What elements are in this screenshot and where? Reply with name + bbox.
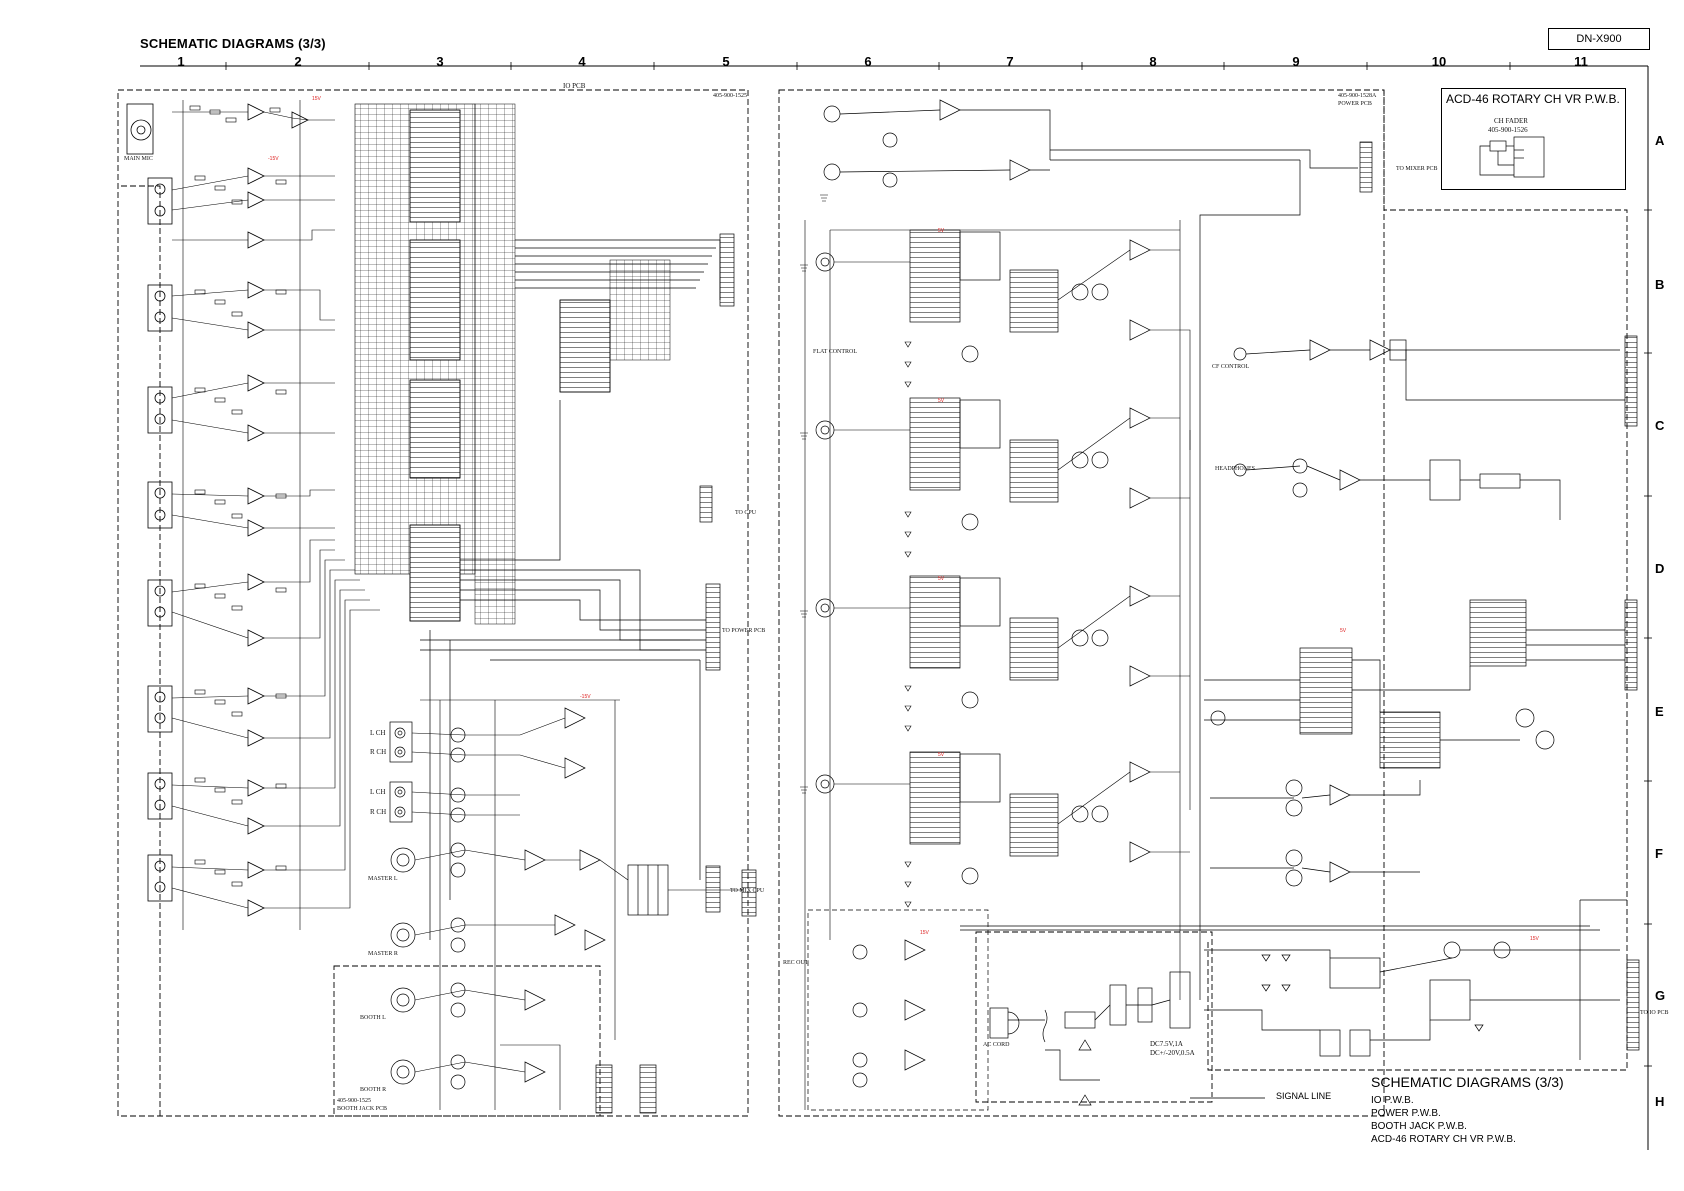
- grid-row-g: G: [1655, 988, 1666, 1003]
- lch2-label: L CH: [370, 788, 386, 796]
- grid-row-c: C: [1655, 418, 1665, 433]
- dc-spec-2: DC+/-20V,0.5A: [1150, 1049, 1195, 1057]
- grid-row-f: F: [1655, 846, 1663, 861]
- grid-row-b: B: [1655, 277, 1665, 292]
- legend-item-power: POWER P.W.B.: [1371, 1108, 1441, 1119]
- svg-text:5V: 5V: [938, 228, 945, 234]
- svg-text:15V: 15V: [920, 930, 930, 936]
- legend-item-io: IO P.W.B.: [1371, 1095, 1414, 1106]
- grid-col-3: 3: [436, 54, 444, 69]
- svg-text:5V: 5V: [1340, 628, 1347, 634]
- power-pcb-number: 405-900-1528A: [1338, 93, 1377, 99]
- svg-text:5V: 5V: [938, 576, 945, 582]
- svg-text:15V: 15V: [1530, 936, 1540, 942]
- headphones-label: HEADPHONES: [1215, 466, 1256, 472]
- flat-control-label: FLAT CONTROL: [813, 349, 858, 355]
- grid-col-8: 8: [1149, 54, 1157, 69]
- svg-text:5V: 5V: [938, 398, 945, 404]
- grid-col-9: 9: [1292, 54, 1300, 69]
- grid-col-7: 7: [1006, 54, 1014, 69]
- lch1-label: L CH: [370, 729, 386, 737]
- io-pcb-label: IO PCB: [563, 82, 586, 90]
- io-pcb-number: 405-900-1525: [713, 93, 747, 99]
- dc-spec-1: DC7.5V,1A: [1150, 1040, 1183, 1048]
- acd46-sub-fader: CH FADER: [1494, 117, 1528, 125]
- svg-text:-15V: -15V: [268, 156, 279, 162]
- grid-col-2: 2: [294, 54, 302, 69]
- grid-col-11: 11: [1574, 54, 1588, 69]
- power-pcb-label: POWER PCB: [1338, 101, 1372, 107]
- grid-col-1: 1: [177, 54, 185, 69]
- legend-title: SCHEMATIC DIAGRAMS (3/3): [1371, 1074, 1564, 1090]
- grid-row-d: D: [1655, 561, 1665, 576]
- signal-line-legend: SIGNAL LINE: [1276, 1091, 1332, 1101]
- booth-pcb-label: BOOTH JACK PCB: [337, 1106, 388, 1112]
- to-power-label: TO POWER PCB: [722, 628, 766, 634]
- legend-item-booth: BOOTH JACK P.W.B.: [1371, 1121, 1467, 1132]
- cf-control-label: CF CONTROL: [1212, 364, 1250, 370]
- to-mix-label: TO MIX CPU: [730, 888, 765, 894]
- acd46-inset-box: [1441, 88, 1626, 190]
- main-mic-label: MAIN MIC: [124, 156, 153, 162]
- to-io-label: TO IO PCB: [1640, 1010, 1669, 1016]
- svg-text:15V: 15V: [312, 96, 322, 102]
- model-number-box: DN-X900: [1548, 28, 1650, 50]
- grid-col-4: 4: [578, 54, 586, 69]
- booth-r-label: BOOTH R: [360, 1087, 387, 1093]
- booth-l-label: BOOTH L: [360, 1015, 386, 1021]
- grid-row-e: E: [1655, 704, 1664, 719]
- legend-item-acd46: ACD-46 ROTARY CH VR P.W.B.: [1371, 1134, 1516, 1145]
- page-title: SCHEMATIC DIAGRAMS (3/3): [140, 36, 326, 51]
- to-mixer-label: TO MIXER PCB: [1396, 166, 1438, 172]
- rch2-label: R CH: [370, 808, 387, 816]
- grid-row-h: H: [1655, 1094, 1665, 1109]
- grid-col-5: 5: [722, 54, 730, 69]
- to-cpu-label: TO CPU: [735, 510, 757, 516]
- acd46-sub-partnum: 405-900-1526: [1488, 126, 1528, 134]
- grid-row-a: A: [1655, 133, 1665, 148]
- acd46-title: ACD-46 ROTARY CH VR P.W.B.: [1446, 92, 1620, 106]
- booth-pcb-number: 405-900-1525: [337, 1098, 371, 1104]
- grid-col-6: 6: [864, 54, 872, 69]
- rch1-label: R CH: [370, 748, 387, 756]
- rec-out-label: REC OUT: [783, 960, 809, 966]
- grid-col-10: 10: [1431, 54, 1447, 69]
- master-r-label: MASTER R: [368, 951, 398, 957]
- ac-cord-label: AC CORD: [983, 1042, 1010, 1048]
- master-l-label: MASTER L: [368, 876, 398, 882]
- svg-text:-15V: -15V: [580, 694, 591, 700]
- svg-text:5V: 5V: [938, 752, 945, 758]
